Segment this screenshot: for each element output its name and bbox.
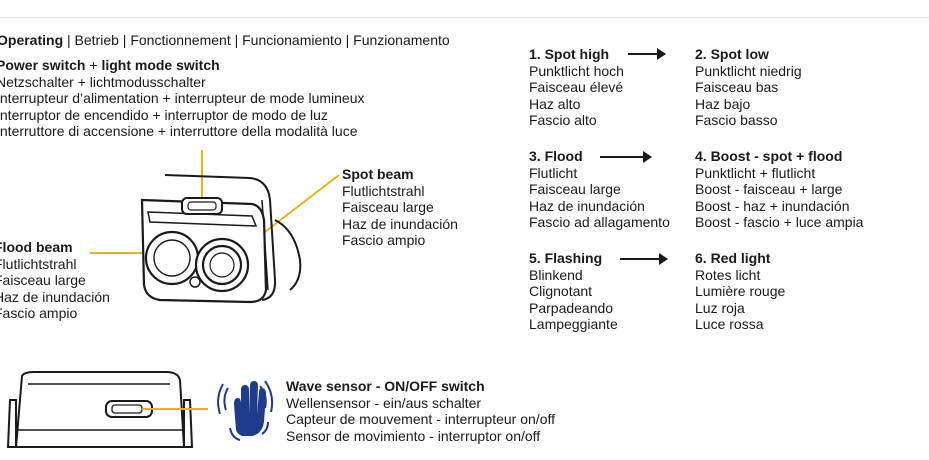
power-switch-block: Power switch + light mode switch Netzsch… <box>0 57 364 140</box>
mode-3-title: 3. Flood <box>529 148 583 164</box>
mode-4-es: Boost - haz + inundación <box>695 197 850 214</box>
mode-2-es: Haz bajo <box>695 95 751 112</box>
mode-1-title: 1. Spot high <box>529 46 610 62</box>
mode-4-block: 4. Boost - spot + flood Punktlicht + flu… <box>695 148 863 231</box>
wave-sensor-fr: Capteur de mouvement - interrupteur on/o… <box>286 411 556 428</box>
mode-6-es: Luz roja <box>695 299 745 316</box>
operating-heading: Operating | Betrieb | Fonctionnement | F… <box>0 32 450 49</box>
spot-beam-block: Spot beam Flutlichtstrahl Faisceau large… <box>342 166 458 249</box>
flood-beam-block: Flood beam Flutlichtstrahl Faisceau larg… <box>0 239 110 322</box>
arrow-right-icon <box>620 253 668 265</box>
arrow-right-icon <box>600 151 652 163</box>
power-switch-de: Netzschalter + lichtmodusschalter <box>0 73 206 90</box>
wave-sensor-de: Wellensensor - ein/aus schalter <box>286 394 482 411</box>
flood-beam-title: Flood beam <box>0 239 73 255</box>
spot-beam-it: Fascio ampio <box>342 232 426 249</box>
mode-6-fr: Lumière rouge <box>695 283 786 300</box>
wave-sensor-es: Sensor de movimiento - interruptor on/of… <box>286 427 541 444</box>
mode-2-fr: Faisceau bas <box>695 79 779 96</box>
mode-1-fr: Faisceau élevé <box>529 79 624 96</box>
mode-1-es: Haz alto <box>529 95 581 112</box>
mode-4-title: 4. Boost - spot + flood <box>695 148 843 164</box>
mode-6-de: Rotes licht <box>695 266 761 283</box>
flood-beam-es: Haz de inundación <box>0 288 110 305</box>
mode-5-title: 5. Flashing <box>529 250 603 266</box>
mode-3-block: 3. Flood Flutlicht Faisceau large Haz de… <box>529 148 670 231</box>
mode-5-de: Blinkend <box>529 266 583 283</box>
mode-6-block: 6. Red light Rotes licht Lumière rouge L… <box>695 250 785 333</box>
wave-hand-icon <box>217 380 274 441</box>
arrow-right-icon <box>628 48 666 60</box>
spot-beam-de: Flutlichtstrahl <box>342 182 425 199</box>
mode-3-es: Haz de inundación <box>529 197 645 214</box>
wave-sensor-block: Wave sensor - ON/OFF switch Wellensensor… <box>286 378 555 444</box>
operating-languages: | Betrieb | Fonctionnement | Funcionamie… <box>63 32 450 48</box>
flood-beam-it: Fascio ampio <box>0 305 78 322</box>
top-divider <box>0 17 929 18</box>
power-switch-fr: Interrupteur d’alimentation + interrupte… <box>0 90 365 107</box>
headlamp-top-view <box>6 371 208 448</box>
power-switch-title: Power switch <box>0 57 86 73</box>
wave-sensor-title: Wave sensor - ON/OFF switch <box>286 378 485 394</box>
flood-beam-fr: Faisceau large <box>0 272 86 289</box>
power-switch-plus: + <box>85 57 102 73</box>
mode-4-de: Punktlicht + flutlicht <box>695 164 816 181</box>
mode-3-de: Flutlicht <box>529 164 578 181</box>
mode-2-title: 2. Spot low <box>695 46 769 62</box>
mode-5-fr: Clignotant <box>529 283 593 300</box>
mode-3-it: Fascio ad allagamento <box>529 214 670 231</box>
power-switch-it: Interruttore di accensione + interruttor… <box>0 123 358 140</box>
power-switch-es: Interruptor de encendido + interruptor d… <box>0 106 328 123</box>
mode-2-block: 2. Spot low Punktlicht niedrig Faisceau … <box>695 46 802 129</box>
mode-2-it: Fascio basso <box>695 112 778 129</box>
mode-5-es: Parpadeando <box>529 299 614 316</box>
spot-beam-fr: Faisceau large <box>342 199 434 216</box>
operating-label: Operating <box>0 32 64 48</box>
light-mode-switch-title: light mode switch <box>101 57 220 73</box>
spot-beam-es: Haz de inundación <box>342 215 458 232</box>
mode-1-block: 1. Spot high Punktlicht hoch Faisceau él… <box>529 46 624 129</box>
mode-4-fr: Boost - faisceau + large <box>695 181 843 198</box>
mode-3-fr: Faisceau large <box>529 181 621 198</box>
mode-1-de: Punktlicht hoch <box>529 62 624 79</box>
mode-6-title: 6. Red light <box>695 250 771 266</box>
mode-5-it: Lampeggiante <box>529 316 618 333</box>
mode-4-it: Boost - fascio + luce ampia <box>695 214 864 231</box>
mode-6-it: Luce rossa <box>695 316 764 333</box>
mode-5-block: 5. Flashing Blinkend Clignotant Parpadea… <box>529 250 618 333</box>
mode-2-de: Punktlicht niedrig <box>695 62 802 79</box>
spot-beam-title: Spot beam <box>342 166 414 182</box>
headlamp-illustration <box>90 150 340 304</box>
mode-1-it: Fascio alto <box>529 112 597 129</box>
flood-beam-de: Flutlichtstrahl <box>0 255 77 272</box>
